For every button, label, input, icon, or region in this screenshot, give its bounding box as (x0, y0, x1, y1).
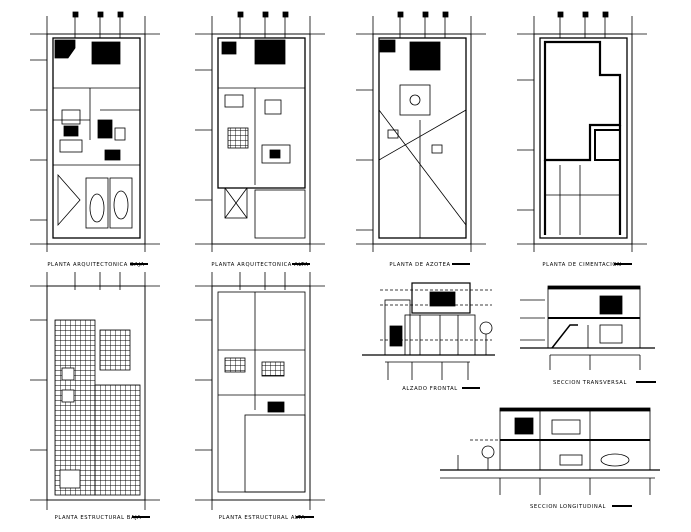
section-transversal (520, 285, 655, 370)
title-underline (614, 263, 632, 265)
title-planta-alta: PLANTA ARQUITECTONICA ALTA (211, 262, 308, 268)
plan-cimentacion (517, 11, 647, 252)
drawing-titles: PLANTA ARQUITECTONICA BAJA PLANTA ARQUIT… (47, 262, 656, 521)
title-seccion-transversal: SECCION TRANSVERSAL (553, 380, 627, 386)
title-underline (636, 381, 656, 383)
title-underline (452, 263, 470, 265)
title-underline (462, 387, 480, 389)
elevation-alzado-frontal (362, 282, 495, 380)
title-planta-baja: PLANTA ARQUITECTONICA BAJA (47, 262, 144, 268)
title-azotea: PLANTA DE AZOTEA (389, 262, 450, 268)
title-estructural-baja: PLANTA ESTRUCTURAL BAJA (55, 515, 142, 521)
title-cimentacion: PLANTA DE CIMENTACION (542, 262, 621, 268)
title-alzado-frontal: ALZADO FRONTAL (402, 386, 457, 392)
plan-planta-alta (195, 11, 325, 252)
title-underline (612, 505, 632, 507)
plan-estructural-alta (195, 272, 325, 510)
title-underline (296, 516, 314, 518)
title-estructural-alta: PLANTA ESTRUCTURAL ALTA (219, 515, 306, 521)
title-underline (132, 516, 150, 518)
title-underline (130, 263, 148, 265)
plan-azotea (356, 11, 486, 252)
title-seccion-longitudinal: SECCION LONGITUDINAL (530, 504, 606, 510)
title-underline (292, 263, 310, 265)
plan-estructural-baja (30, 272, 160, 510)
plan-planta-baja (30, 11, 160, 252)
section-longitudinal (440, 407, 660, 495)
